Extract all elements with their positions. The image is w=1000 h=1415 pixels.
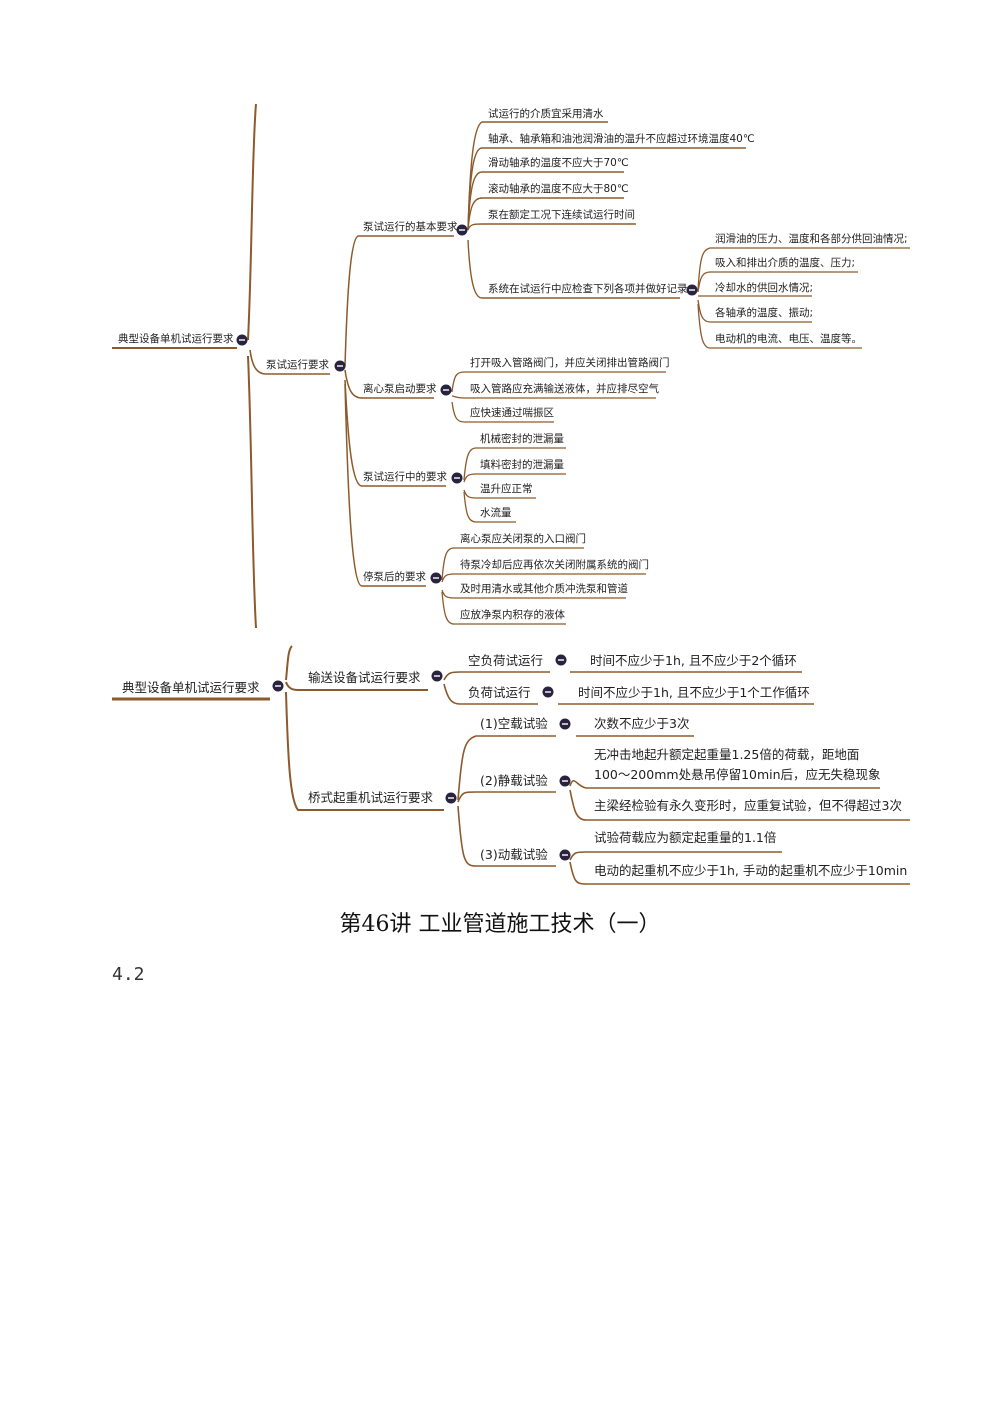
static-test-detail: 100～200mm处悬吊停留10min后，应无失稳现象 bbox=[594, 767, 881, 782]
collapse-icon[interactable] bbox=[430, 669, 444, 683]
load-detail: 时间不应少于1h, 且不应少于1个工作循环 bbox=[578, 685, 810, 700]
equipment-mind-map bbox=[112, 645, 910, 885]
stop-branch bbox=[344, 383, 426, 587]
stop-item: 及时用清水或其他介质冲洗泵和管道 bbox=[460, 582, 628, 595]
start-item: 吸入管路应充满输送液体，并应排尽空气 bbox=[470, 382, 659, 395]
record-item: 润滑油的压力、温度和各部分供回油情况; bbox=[715, 232, 908, 245]
collapse-icon[interactable] bbox=[429, 571, 443, 585]
record-item: 冷却水的供回水情况; bbox=[715, 281, 813, 294]
stop-item: 待泵冷却后应再依次关闭附属系统的阀门 bbox=[460, 558, 649, 571]
collapse-icon[interactable] bbox=[685, 283, 699, 297]
collapse-icon[interactable] bbox=[558, 717, 572, 731]
collapse-icon[interactable] bbox=[271, 679, 285, 693]
noload-node: 空负荷试运行 bbox=[468, 653, 543, 668]
collapse-icon[interactable] bbox=[558, 774, 572, 788]
pump-mind-map bbox=[112, 103, 910, 629]
during-item: 温升应正常 bbox=[480, 482, 533, 495]
pump-node: 泵试运行要求 bbox=[266, 358, 329, 371]
basic-item: 试运行的介质宜采用清水 bbox=[488, 107, 604, 120]
dynamic-test-detail: 电动的起重机不应少于1h, 手动的起重机不应少于10min bbox=[594, 863, 907, 878]
record-item: 吸入和排出介质的温度、压力; bbox=[715, 256, 855, 269]
conveyor-node: 输送设备试运行要求 bbox=[308, 670, 421, 685]
start-item: 应快速通过喘振区 bbox=[470, 406, 554, 419]
collapse-icon[interactable] bbox=[439, 383, 453, 397]
basic-item: 泵在额定工况下连续试运行时间 bbox=[488, 208, 635, 221]
collapse-icon[interactable] bbox=[333, 359, 347, 373]
start-branch bbox=[344, 369, 434, 399]
pump-mind-map-labels: 典型设备单机试运行要求 泵试运行要求 泵试运行的基本要求 试运行的介质宜采用清水… bbox=[118, 107, 908, 621]
empty-test-node: (1)空载试验 bbox=[480, 716, 548, 731]
pump-branch bbox=[249, 349, 330, 375]
collapse-icon[interactable] bbox=[541, 685, 555, 699]
basic-item: 滑动轴承的温度不应大于70℃ bbox=[488, 156, 629, 169]
basic-node: 泵试运行的基本要求 bbox=[363, 220, 458, 233]
static-test-node: (2)静载试验 bbox=[480, 773, 548, 788]
collapse-icon[interactable] bbox=[558, 848, 572, 862]
conveyor-branch bbox=[285, 681, 428, 691]
lecture-heading: 第46讲 工业管道施工技术（一） bbox=[339, 912, 661, 937]
root2-trunk bbox=[285, 645, 444, 811]
section-number: 4.2 bbox=[112, 964, 145, 985]
collapse-icon[interactable] bbox=[554, 653, 568, 667]
dynamic-test-node: (3)动载试验 bbox=[480, 847, 548, 862]
during-item: 机械密封的泄漏量 bbox=[480, 432, 564, 445]
record-item: 各轴承的温度、振动; bbox=[715, 306, 813, 319]
basic-item: 轴承、轴承箱和油池润滑油的温升不应超过环境温度40℃ bbox=[488, 132, 755, 145]
dynamic-test-detail: 试验荷载应为额定起重量的1.1倍 bbox=[594, 830, 776, 845]
root2-node: 典型设备单机试运行要求 bbox=[122, 680, 260, 695]
collapse-icon[interactable] bbox=[444, 791, 458, 805]
root-trunk bbox=[247, 103, 257, 629]
stop-item: 离心泵应关闭泵的入口阀门 bbox=[460, 532, 586, 545]
during-node: 泵试运行中的要求 bbox=[363, 470, 447, 483]
collapse-icon[interactable] bbox=[450, 471, 464, 485]
collapse-icon[interactable] bbox=[235, 333, 249, 347]
basic-item: 滚动轴承的温度不应大于80℃ bbox=[488, 182, 629, 195]
stop-item: 应放净泵内积存的液体 bbox=[460, 608, 565, 621]
empty-test-detail: 次数不应少于3次 bbox=[594, 716, 689, 731]
equipment-mind-map-labels: 典型设备单机试运行要求 输送设备试运行要求 空负荷试运行 时间不应少于1h, 且… bbox=[122, 653, 907, 878]
basic-branch bbox=[344, 235, 454, 367]
noload-detail: 时间不应少于1h, 且不应少于2个循环 bbox=[590, 653, 797, 668]
load-node: 负荷试运行 bbox=[468, 685, 531, 700]
record-item: 电动机的电流、电压、温度等。 bbox=[715, 332, 862, 345]
stop-node: 停泵后的要求 bbox=[363, 570, 426, 583]
start-item: 打开吸入管路阀门，并应关闭排出管路阀门 bbox=[470, 356, 670, 369]
record-node: 系统在试运行中应检查下列各项并做好记录 bbox=[488, 282, 688, 295]
during-item: 水流量 bbox=[480, 506, 512, 519]
collapse-icon[interactable] bbox=[455, 223, 469, 237]
start-node: 离心泵启动要求 bbox=[363, 382, 437, 395]
static-test-detail: 无冲击地起升额定起重量1.25倍的荷载，距地面 bbox=[594, 747, 859, 762]
during-item: 填料密封的泄漏量 bbox=[480, 458, 564, 471]
static-test-detail: 主梁经检验有永久变形时，应重复试验，但不得超过3次 bbox=[594, 798, 902, 813]
crane-node: 桥式起重机试运行要求 bbox=[308, 790, 434, 805]
root-node: 典型设备单机试运行要求 bbox=[118, 332, 234, 345]
